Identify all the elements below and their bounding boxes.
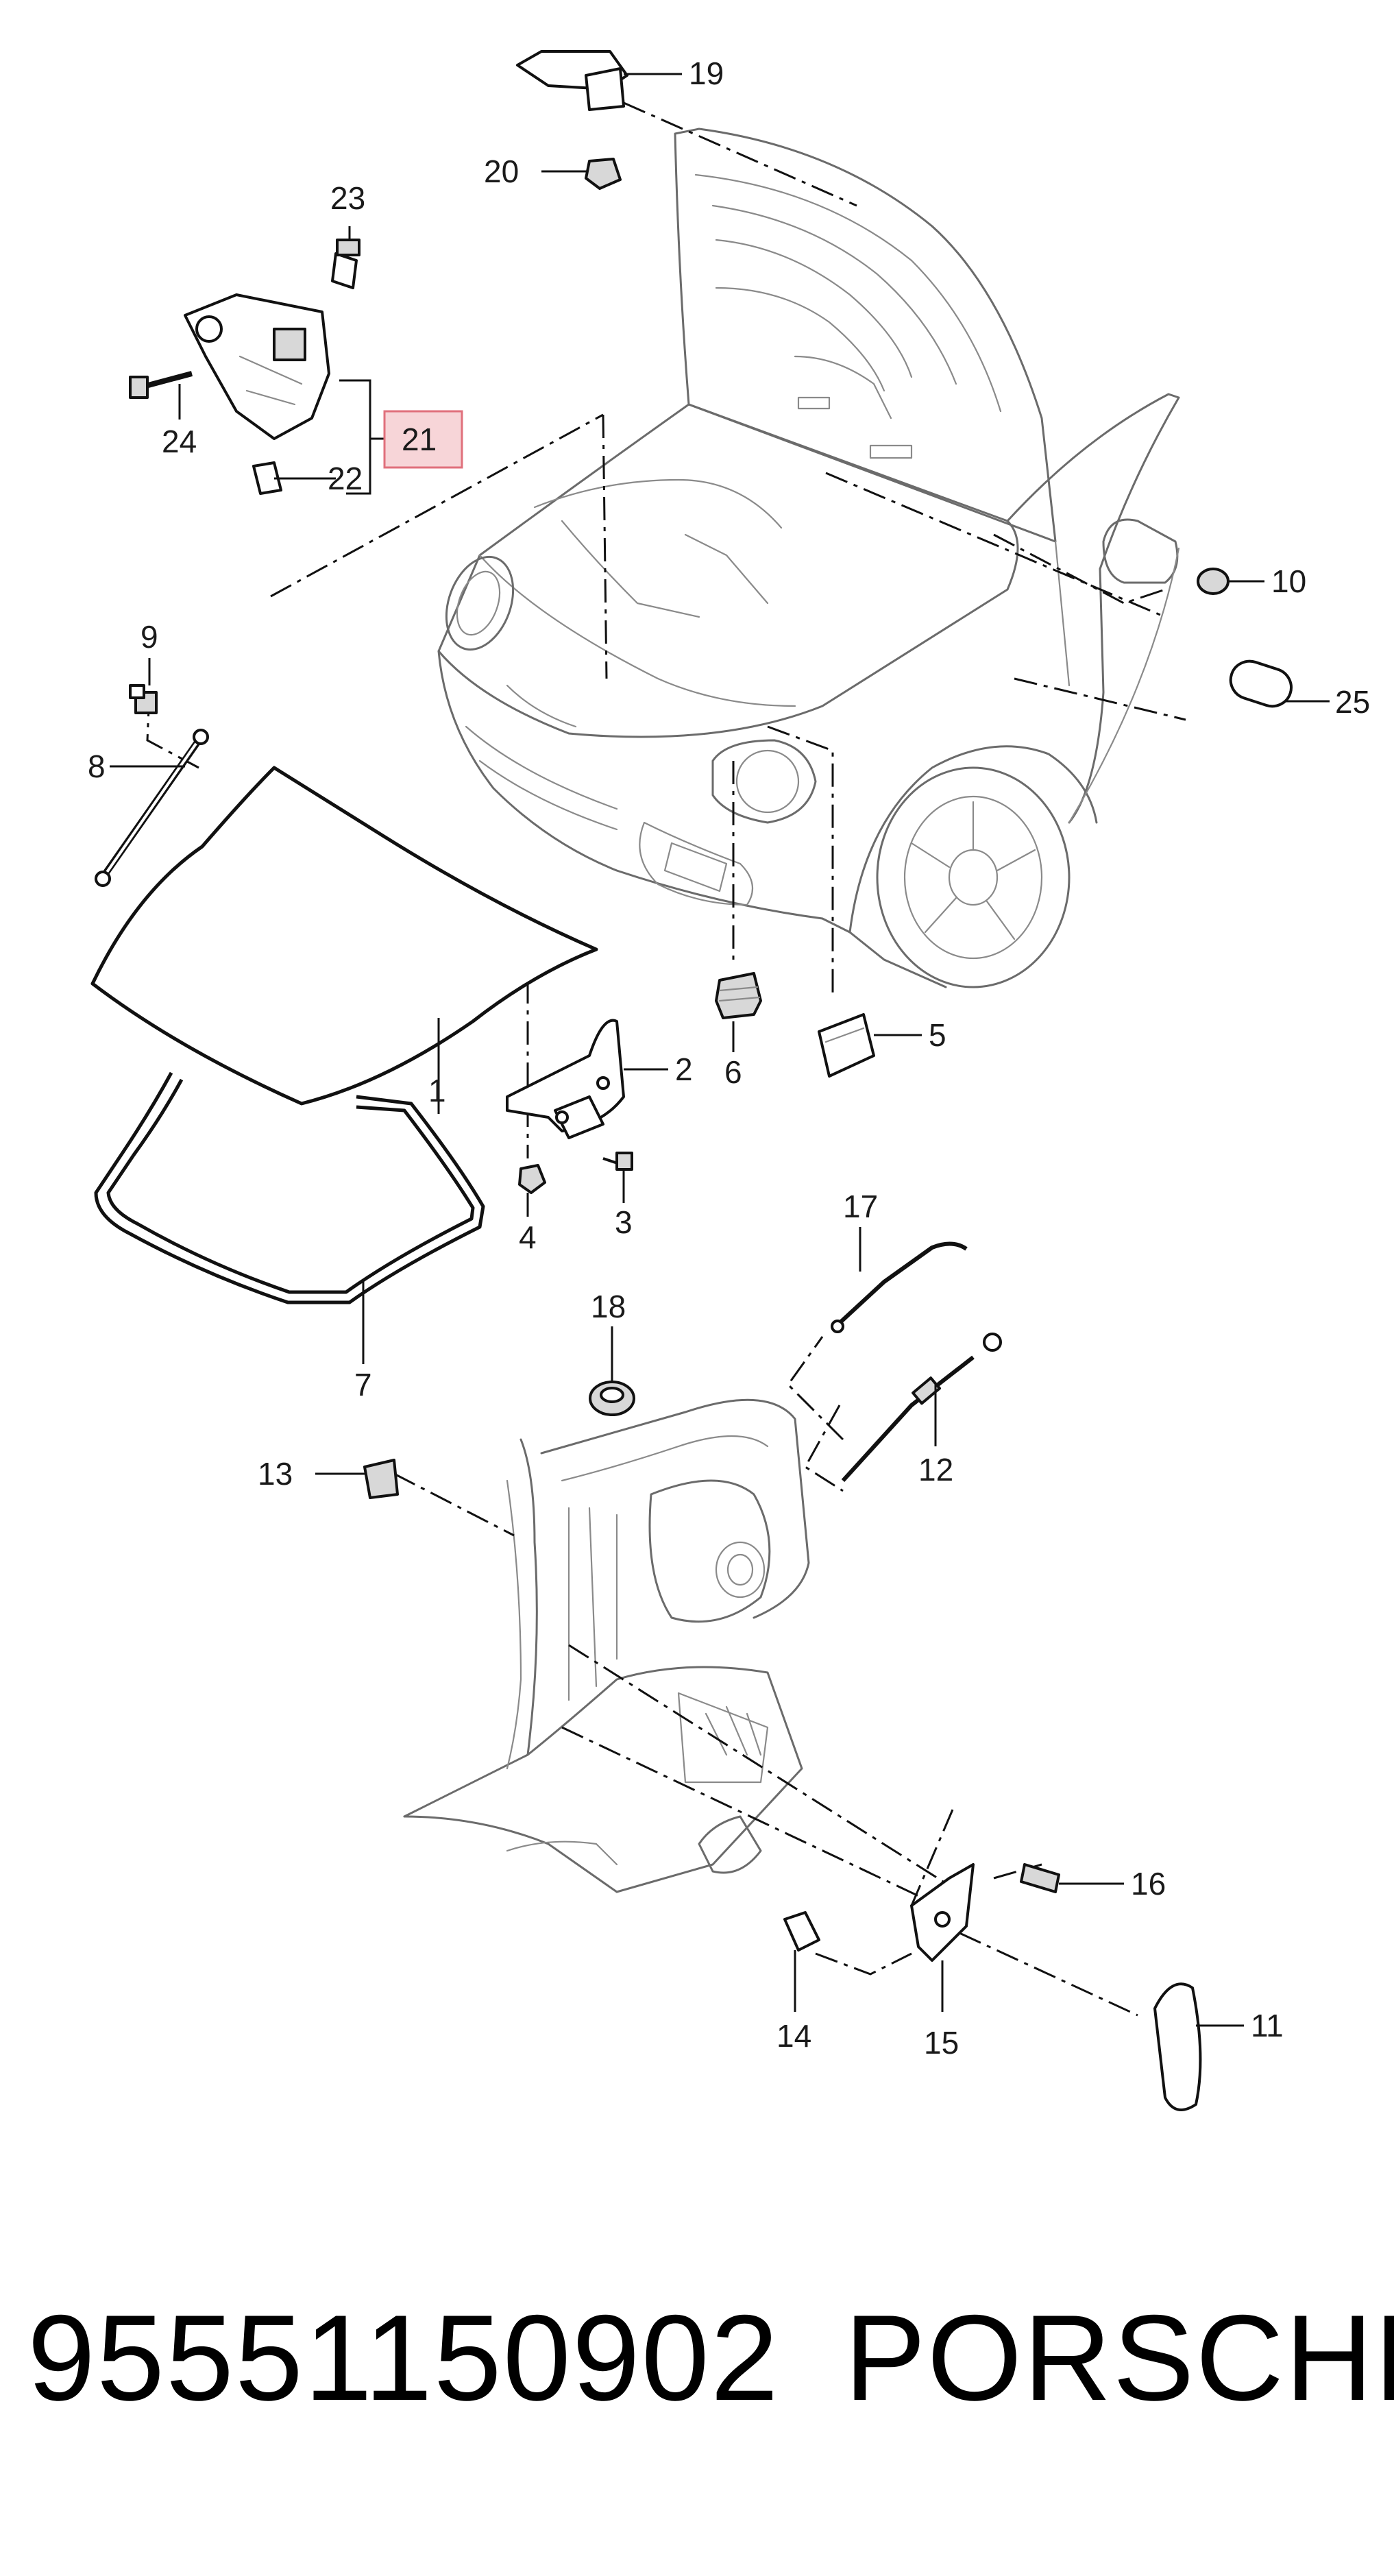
cable-grommet [589,1381,635,1416]
hinge-bolt [602,1152,633,1171]
lever-screw [1020,1863,1060,1893]
lock-clip [252,461,282,495]
lock-bolt-upper [331,239,360,289]
label-4: 4 [519,1219,537,1255]
label-5: 5 [929,1017,946,1053]
hood-seal [94,1071,485,1304]
label-12: 12 [918,1452,953,1487]
label-18: 18 [591,1289,626,1324]
bowden-cable [831,1241,968,1333]
hinge-nut [518,1164,546,1194]
lock-bolt-lower [129,371,193,399]
label-6: 6 [724,1054,742,1090]
label-13: 13 [258,1456,293,1492]
part-number: 95551150902 [27,2289,780,2426]
oval-cover [1229,659,1293,708]
label-3: 3 [615,1204,633,1240]
label-20: 20 [484,154,519,189]
label-15: 15 [924,2025,959,2061]
hood-striker [516,50,628,111]
assembly-lines [146,101,1186,2017]
label-21: 21 [402,422,437,457]
release-lever [910,1863,975,1962]
striker-nut [585,158,622,190]
label-11: 11 [1251,2008,1284,2043]
end-cap [1153,1982,1202,2111]
ball-stud [129,684,158,714]
label-19: 19 [689,56,724,91]
label-1: 1 [428,1073,446,1108]
label-2: 2 [675,1052,693,1087]
label-8: 8 [88,749,106,784]
hood-hinge [506,1019,625,1139]
label-17: 17 [843,1189,878,1224]
label-9: 9 [140,619,158,655]
car-illustration [437,127,1180,988]
inner-fender-structure [403,1398,810,1893]
bumper-bracket [818,1013,875,1078]
label-10: 10 [1271,563,1306,599]
round-grommet [1197,568,1230,595]
retaining-clip [783,1911,820,1952]
label-14: 14 [777,2018,811,2054]
callout-labels: 19 20 23 21 22 24 10 25 9 8 1 2 3 4 5 6 … [88,56,1370,2061]
footer: 95551150902 PORSCHE [0,2283,1394,2433]
hood-lock [184,293,330,440]
hood-panel [90,766,598,1106]
label-16: 16 [1131,1866,1166,1901]
rubber-buffer [715,972,762,1019]
label-7: 7 [354,1367,372,1402]
cable-clip [363,1459,399,1499]
release-cable [841,1333,1002,1483]
brand-name: PORSCHE [844,2289,1394,2426]
label-23: 23 [330,180,365,216]
gas-strut [95,729,209,887]
highlight-box [383,410,463,469]
label-22: 22 [328,461,363,496]
label-25: 25 [1335,684,1370,720]
label-24: 24 [162,424,197,459]
